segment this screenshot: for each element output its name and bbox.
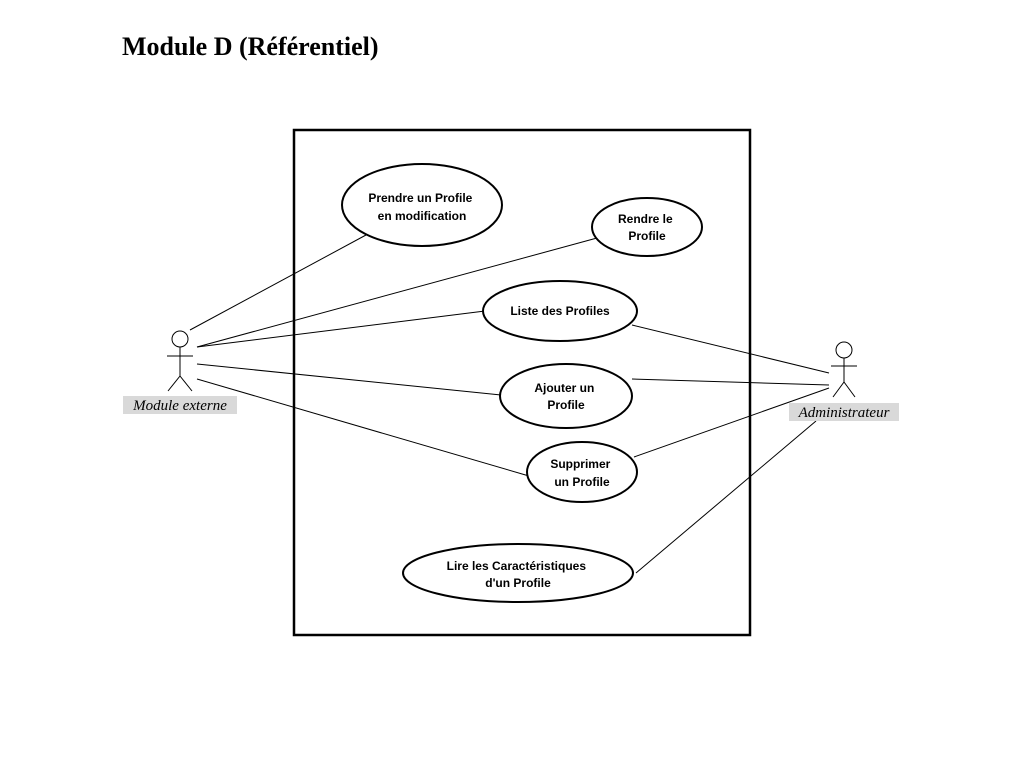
use-case-label-line: Prendre un Profile (368, 191, 472, 205)
use-case-label: Ajouter un Profile (534, 381, 597, 412)
use-case-lire-caracteristiques: Lire les Caractéristiques d'un Profile (402, 543, 634, 603)
use-case-label: Lire les Caractéristiques d'un Profile (447, 559, 590, 590)
use-case-rendre-profile: Rendre le Profile (591, 197, 703, 257)
actor-administrateur: Administrateur (789, 341, 899, 421)
association-line (631, 378, 830, 386)
actor-module-externe: Module externe (123, 330, 237, 414)
use-case-label: Supprimer un Profile (550, 457, 613, 489)
use-case-label-line: Profile (628, 229, 666, 243)
use-case-prendre-profile: Prendre un Profile en modification (341, 163, 503, 247)
use-case-label: Liste des Profiles (510, 304, 610, 318)
use-case-label-line: Ajouter un (534, 381, 594, 395)
actor-label-background (123, 396, 237, 414)
use-case-label-line: un Profile (554, 475, 610, 489)
use-case-label-line: Rendre le (618, 212, 673, 226)
use-case-liste-profiles: Liste des Profiles (482, 280, 638, 342)
use-case-label-line: Profile (547, 398, 585, 412)
use-case-label-line: en modification (378, 209, 467, 223)
stick-figure-icon (831, 341, 857, 398)
use-case-ellipse (341, 163, 503, 247)
use-case-ellipse (591, 197, 703, 257)
actor-label-background (789, 403, 899, 421)
use-case-supprimer-profile: Supprimer un Profile (526, 441, 638, 503)
association-line (196, 310, 486, 348)
use-case-label-line: Liste des Profiles (510, 304, 610, 318)
association-line (633, 387, 830, 458)
use-case-label-line: d'un Profile (485, 576, 551, 590)
actor-label: Administrateur (798, 405, 890, 421)
use-case-ellipse (482, 280, 638, 342)
associations-administrateur (631, 324, 830, 574)
associations-module-externe (189, 234, 598, 477)
use-case-ellipse (499, 363, 633, 429)
association-line (631, 324, 830, 374)
use-case-label: Rendre le Profile (618, 212, 676, 243)
use-case-ajouter-profile: Ajouter un Profile (499, 363, 633, 429)
use-case-label: Prendre un Profile en modification (368, 191, 475, 223)
page-title: Module D (Référentiel) (122, 32, 379, 61)
use-case-ellipse (402, 543, 634, 603)
use-case-label-line: Supprimer (550, 457, 610, 471)
system-boundary (292, 128, 752, 637)
association-line (196, 237, 598, 348)
association-line (189, 234, 367, 331)
association-line (196, 363, 502, 396)
actor-label: Module externe (132, 398, 227, 414)
use-case-ellipse (526, 441, 638, 503)
association-line (635, 420, 817, 574)
use-case-label-line: Lire les Caractéristiques (447, 559, 587, 573)
association-line (196, 378, 530, 477)
stick-figure-icon (167, 330, 193, 392)
